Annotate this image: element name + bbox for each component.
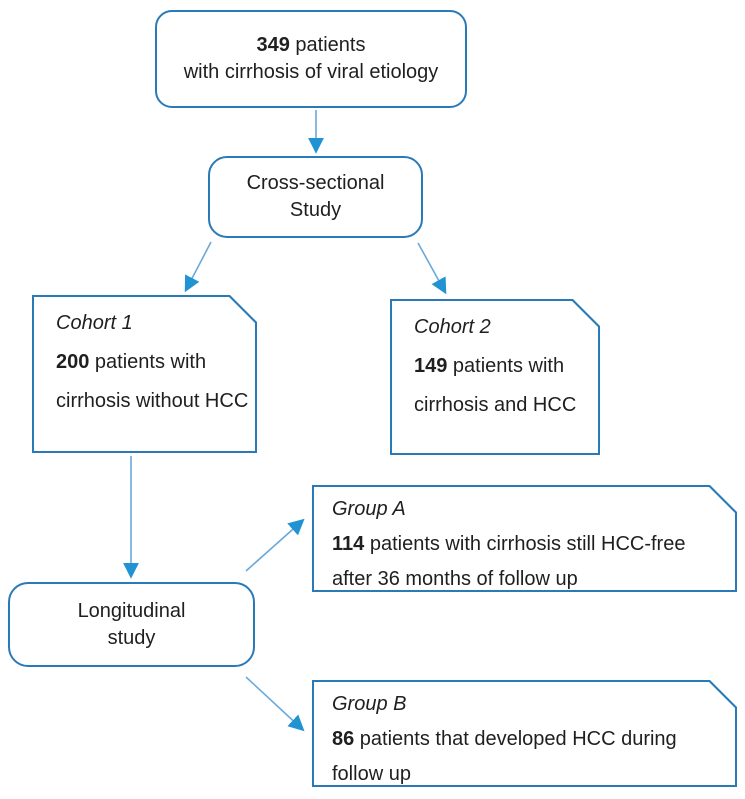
group-a-count: 114	[332, 533, 365, 555]
total-patients-line1: 349 patients	[256, 34, 366, 56]
cohort-2-line2: 149 patients with	[414, 355, 565, 377]
arrow-longitudinal-to-group-a	[245, 518, 305, 572]
cohort-1-title: Cohort 1	[56, 312, 133, 334]
group-b-line2: 86 patients that developed HCC during	[332, 728, 677, 750]
node-cohort-1: Cohort 1 200 patients with cirrhosis wit…	[32, 295, 257, 453]
longitudinal-line1: Longitudinal	[77, 599, 186, 622]
arrow-cross-to-cohort1	[184, 241, 212, 293]
arrow-cross-to-cohort2	[417, 242, 447, 295]
cohort-2-line3: cirrhosis and HCC	[414, 394, 577, 416]
group-a-line2: 114 patients with cirrhosis still HCC-fr…	[332, 533, 686, 555]
cohort-2-title: Cohort 2	[414, 316, 491, 338]
cohort-1-line2: 200 patients with	[56, 351, 207, 373]
cohort-2-count: 149	[414, 355, 448, 377]
total-patients-count: 349	[256, 34, 290, 56]
group-a-line3: after 36 months of follow up	[332, 568, 578, 590]
group-a-title: Group A	[332, 498, 406, 520]
group-b-line3: follow up	[332, 763, 411, 785]
group-b-count: 86	[332, 728, 355, 750]
arrow-longitudinal-to-group-b	[245, 676, 305, 732]
node-group-b: Group B 86 patients that developed HCC d…	[312, 680, 737, 787]
group-b-title: Group B	[332, 693, 407, 715]
cohort-1-count: 200	[56, 351, 90, 373]
longitudinal-line2: study	[107, 626, 156, 649]
node-group-a: Group A 114 patients with cirrhosis stil…	[312, 485, 737, 592]
cross-sectional-line2: Study	[289, 199, 342, 221]
cross-sectional-line1: Cross-sectional	[246, 172, 385, 194]
node-longitudinal-study: Longitudinal study	[8, 582, 255, 667]
node-cohort-2: Cohort 2 149 patients with cirrhosis and…	[390, 299, 600, 455]
node-cross-sectional-study: Cross-sectional Study	[208, 156, 423, 238]
cohort-1-line3: cirrhosis without HCC	[56, 390, 249, 412]
total-patients-line2: with cirrhosis of viral etiology	[183, 61, 439, 83]
node-total-patients: 349 patients with cirrhosis of viral eti…	[155, 10, 467, 108]
